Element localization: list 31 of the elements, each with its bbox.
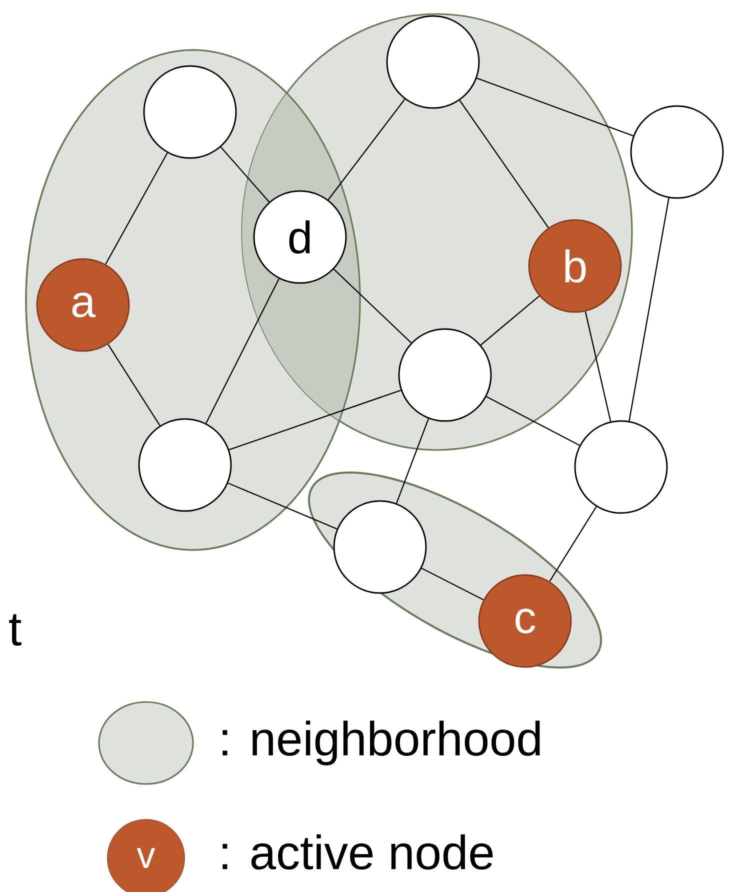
edge (584, 311, 612, 422)
partial-letter: t (9, 614, 22, 646)
edge (333, 268, 412, 344)
edge (105, 152, 168, 264)
edge (421, 568, 484, 600)
legend-label: : active node (222, 834, 493, 870)
legend-label: : neighborhood (222, 720, 540, 766)
edge (480, 296, 540, 346)
active-node: b (528, 219, 622, 313)
edge (206, 278, 280, 424)
graph-node (143, 65, 237, 159)
edge (628, 198, 670, 422)
edge (228, 482, 338, 530)
graph-node: d (253, 190, 347, 284)
graph-node (138, 418, 232, 512)
edge (549, 506, 597, 582)
edge (486, 396, 580, 446)
edge (220, 146, 270, 202)
graph-node (386, 15, 480, 109)
graph-node (630, 105, 724, 199)
active-node: c (478, 574, 572, 668)
graph-node (333, 500, 427, 594)
edge (228, 390, 402, 450)
edge (328, 98, 406, 200)
active-node: a (36, 258, 130, 352)
graph-node (398, 328, 492, 422)
edge (108, 344, 160, 426)
edge (476, 78, 634, 136)
edge (459, 100, 549, 228)
edge (396, 418, 430, 504)
graph-node (574, 420, 668, 514)
